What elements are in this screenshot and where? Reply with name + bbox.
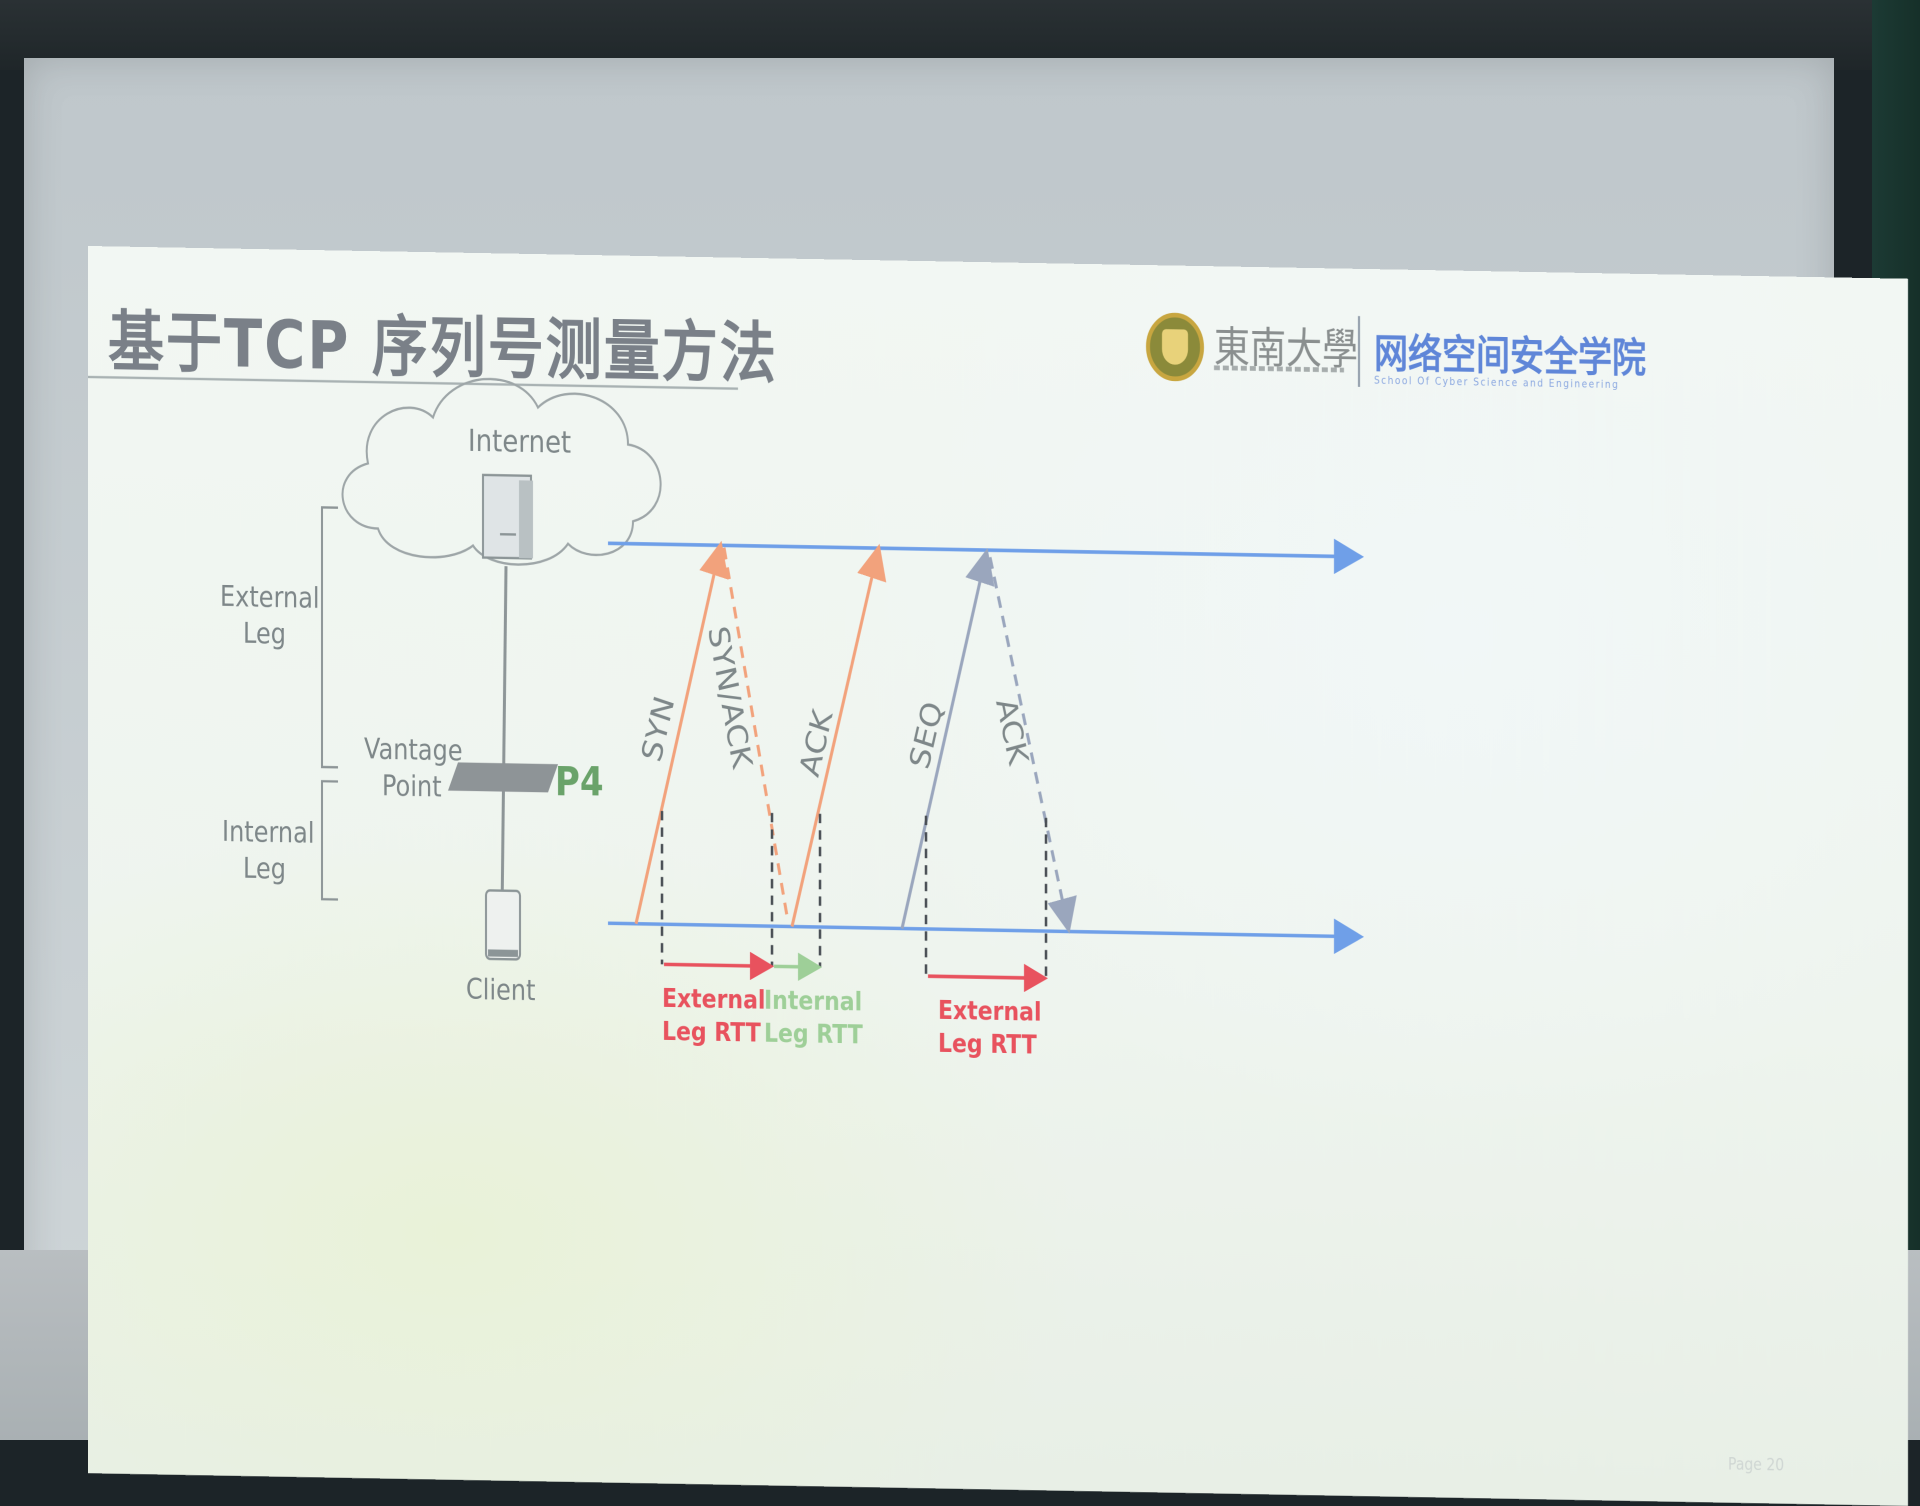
vantage-point-label-1: Vantage — [364, 734, 463, 768]
switch-icon — [448, 762, 558, 792]
vantage-observation-lines — [662, 811, 1046, 978]
data-ack-label: ACK — [989, 695, 1034, 770]
internal-rtt-span — [774, 966, 816, 967]
server-icon — [483, 475, 533, 559]
rtt-label-2-line-2: Leg RTT — [764, 1018, 863, 1050]
client-label: Client — [466, 974, 535, 1008]
rtt-label-1-line-2: Leg RTT — [662, 1016, 761, 1048]
page-number: Page 20 — [1728, 1456, 1784, 1476]
external-leg-bracket — [322, 507, 338, 767]
internal-leg-bracket — [322, 781, 338, 899]
rtt-label-3-line-2: Leg RTT — [938, 1028, 1037, 1060]
vantage-point-label-2: Point — [382, 770, 442, 803]
seq-label: SEQ — [904, 698, 950, 774]
internal-leg-label-2: Leg — [243, 853, 286, 886]
ack-label: ACK — [794, 705, 840, 780]
phone-icon — [486, 890, 520, 959]
internal-leg-label-1: Internal — [222, 816, 314, 850]
external-rtt-span-2 — [928, 976, 1042, 978]
p4-badge: P4 — [555, 757, 604, 805]
internet-label: Internet — [468, 423, 571, 460]
rtt-label-1-line-1: External — [662, 983, 765, 1015]
tcp-sequence-diagram: Internet External Leg Vantage Point P4 I… — [88, 246, 1908, 1506]
external-leg-label-1: External — [220, 581, 320, 615]
client-timeline — [608, 923, 1358, 937]
rtt-label-2-line-1: Internal — [764, 985, 862, 1017]
external-rtt-span-1 — [664, 964, 768, 966]
slide: 基于TCP 序列号测量方法 東南大學 网络空间安全学院 School Of Cy… — [88, 246, 1908, 1506]
external-leg-label-2: Leg — [243, 618, 286, 651]
network-link — [502, 566, 506, 914]
syn-ack-label: SYN/ACK — [701, 623, 758, 772]
rtt-label-3-line-1: External — [938, 995, 1041, 1027]
